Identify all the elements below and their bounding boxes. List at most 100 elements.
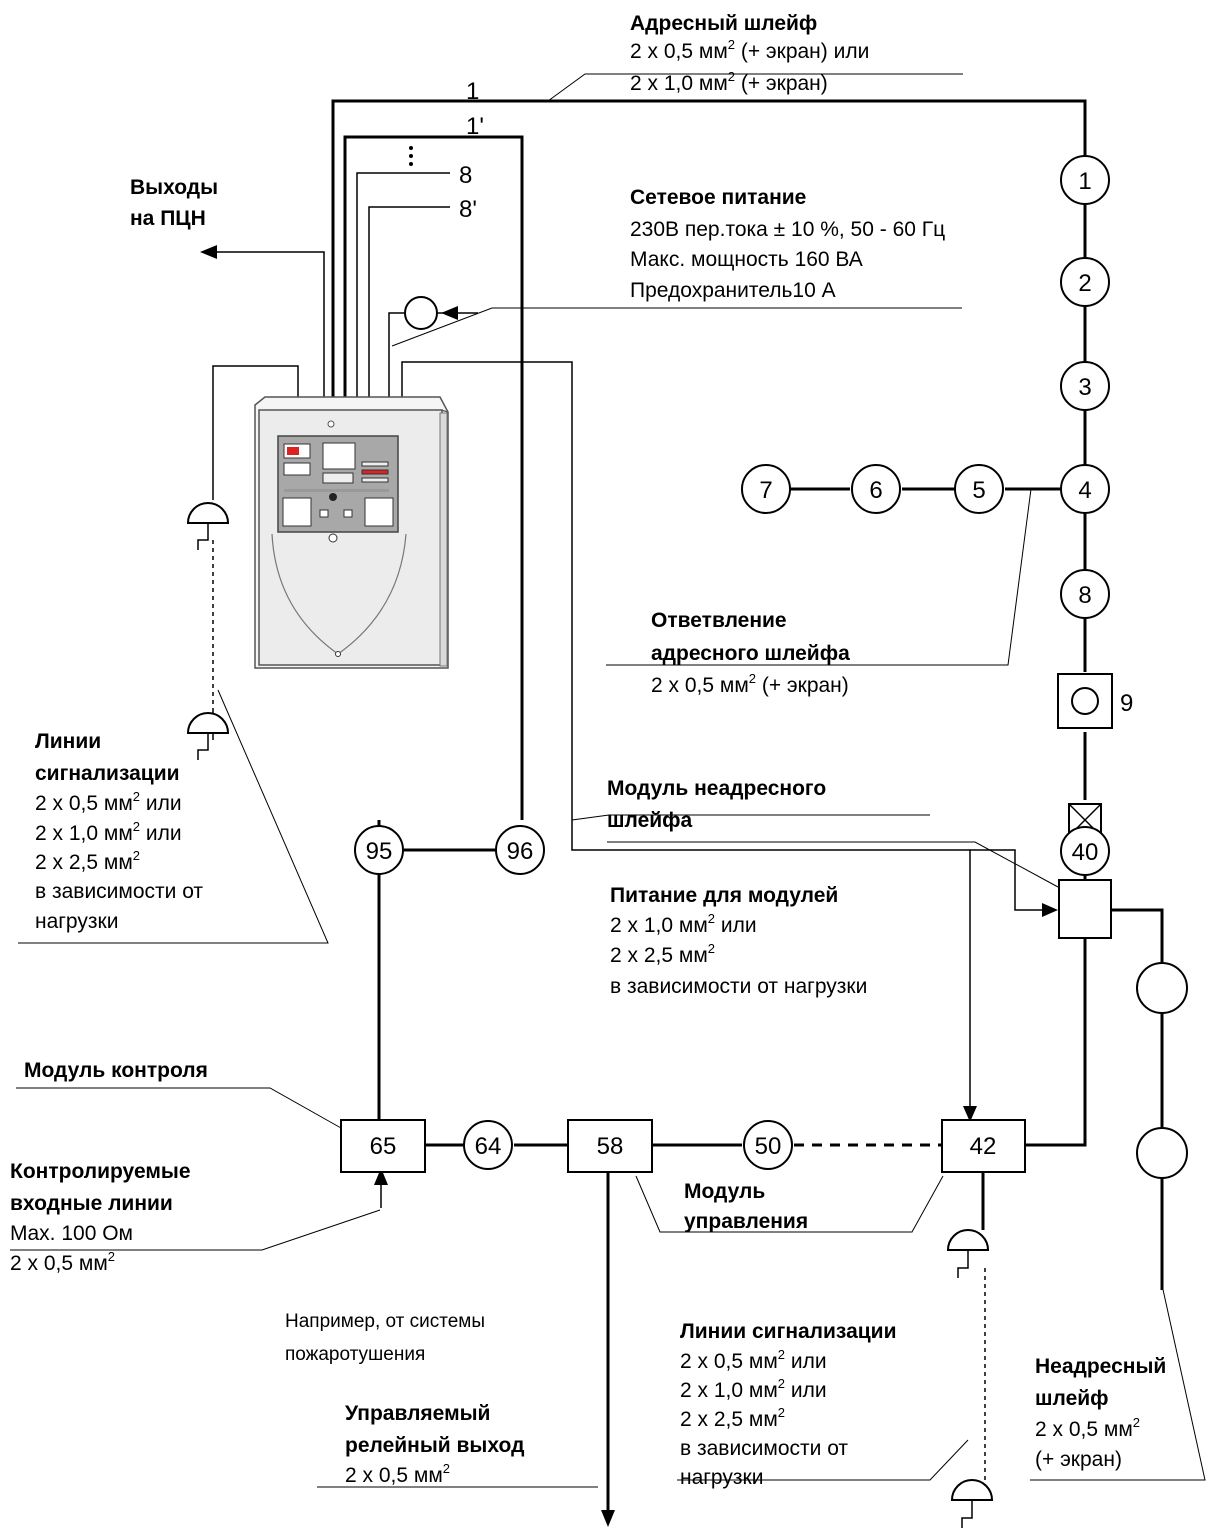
node-label-64: 64: [475, 1133, 502, 1160]
node-label-50: 50: [755, 1133, 782, 1160]
relay-title-2: релейный выход: [345, 1434, 524, 1457]
node-label-58: 58: [597, 1133, 624, 1160]
device-node-2: [1060, 257, 1110, 307]
node-label-8: 8: [1078, 582, 1091, 609]
device-node-6: [851, 464, 901, 514]
mains-spec-2: Макс. мощность 160 ВА: [630, 248, 863, 271]
signal-left-spec-4: в зависимости от: [35, 880, 203, 903]
monitored-inputs-title-1: Контролируемые: [10, 1160, 191, 1183]
node-label-9: 9: [1120, 690, 1133, 717]
module-power-spec-1: 2 x 1,0 мм2 или: [610, 911, 757, 937]
addressable-loop-wire-1: [331, 99, 1087, 405]
mains-spec-1: 230В пер.тока ± 10 %, 50 - 60 Гц: [630, 218, 945, 241]
left-signal-wire: [212, 365, 299, 500]
relay-output-arrow: [601, 1510, 615, 1527]
conventional-detector: [1136, 1127, 1188, 1179]
node-label-65: 65: [370, 1133, 397, 1160]
wires: [200, 99, 1164, 1527]
node-label-2: 2: [1078, 270, 1091, 297]
signal-left-title-1: Линии: [35, 730, 101, 753]
loop-end-1-prime: 1': [466, 113, 484, 140]
sirens: [186, 502, 994, 1528]
device-node-1: [1060, 155, 1110, 205]
loop-8-prime-wire: [368, 206, 450, 405]
conv-loop-title-1: Неадресный: [1035, 1355, 1166, 1378]
leader-addressable-loop: [547, 73, 963, 102]
module-power-arrow-conv: [1042, 903, 1058, 917]
device-node-3: [1060, 361, 1110, 411]
leader-lines: [10, 73, 1206, 1488]
outputs-label-1: Выходы: [130, 176, 218, 199]
relay-spec: 2 x 0,5 мм2: [345, 1461, 450, 1487]
leader-mains: [391, 307, 962, 347]
control-module-label-1: Модуль: [684, 1180, 765, 1203]
signal-right-spec-1: 2 x 0,5 мм2 или: [680, 1347, 827, 1373]
signal-left-spec-3: 2 x 2,5 мм2: [35, 848, 140, 874]
branch-title-2: адресного шлейфа: [651, 642, 850, 665]
siren-icon: [946, 1229, 990, 1278]
nodes: 1 2 3 4 5 6 7 8 9 40 95 96 65: [340, 155, 1188, 1179]
monitored-inputs-spec-2: 2 x 0,5 мм2: [10, 1249, 115, 1275]
addressable-loop-spec-1: 2 x 0,5 мм2 (+ экран) или: [630, 37, 869, 63]
leader-control-module: [635, 1175, 944, 1233]
module-power-arrow-42: [963, 1106, 977, 1122]
conv-module-label-1: Модуль неадресного: [607, 777, 826, 800]
branch-spec: 2 x 0,5 мм2 (+ экран): [651, 671, 849, 697]
module-power-spec-2: 2 x 2,5 мм2: [610, 941, 715, 967]
control-module-58: [567, 1119, 653, 1173]
mains-circle: [404, 296, 438, 330]
branch-title-1: Ответвление: [651, 609, 787, 632]
signal-right-spec-3: 2 x 2,5 мм2: [680, 1405, 785, 1431]
module-power-title: Питание для модулей: [610, 884, 838, 907]
loop-end-labels: 1 1' 8 8': [409, 78, 484, 223]
device-node-8: [1060, 569, 1110, 619]
module-power-spec-3: в зависимости от нагрузки: [610, 975, 867, 998]
signal-left-spec-1: 2 x 0,5 мм2 или: [35, 789, 182, 815]
addressable-loop-spec-2: 2 x 1,0 мм2 (+ экран): [630, 69, 828, 95]
monitor-module-title: Модуль контроля: [24, 1059, 208, 1082]
leader-conv-loop: [1030, 1284, 1206, 1481]
signal-right-spec-5: нагрузки: [680, 1466, 763, 1489]
outputs-wire: [215, 251, 325, 405]
relay-title-1: Управляемый: [345, 1402, 490, 1425]
device-node-64: [463, 1120, 513, 1170]
example-label-2: пожаротушения: [285, 1344, 425, 1365]
monitored-inputs-title-2: входные линии: [10, 1192, 173, 1215]
node-label-40: 40: [1072, 839, 1099, 866]
signal-left-spec-2: 2 x 1,0 мм2 или: [35, 819, 182, 845]
conv-loop-title-2: шлейф: [1035, 1387, 1109, 1410]
node-label-1: 1: [1078, 168, 1091, 195]
signal-left-spec-5: нагрузки: [35, 910, 118, 933]
device-node-7: [741, 464, 791, 514]
wire-40-bottom: [1025, 876, 1087, 1147]
leader-signal-left: [18, 689, 329, 944]
device-node-5: [954, 464, 1004, 514]
addressable-loop-title: Адресный шлейф: [630, 12, 817, 35]
mains-title: Сетевое питание: [630, 186, 806, 209]
node-label-5: 5: [972, 477, 985, 504]
node-label-4: 4: [1078, 477, 1091, 504]
signal-right-title: Линии сигнализации: [680, 1320, 897, 1343]
node-label-42: 42: [970, 1133, 997, 1160]
loop-end-8: 8: [459, 162, 472, 189]
conventional-loop-wire: [1110, 908, 1164, 962]
loop-end-8-prime: 8': [459, 196, 477, 223]
mains-wire: [388, 312, 405, 405]
addressable-loop-wire-1-prime: [343, 135, 524, 820]
example-label-1: Например, от системы: [285, 1311, 485, 1332]
signal-right-spec-4: в зависимости от: [680, 1437, 848, 1460]
conventional-loop-module-box: [1058, 879, 1112, 939]
conv-module-label-2: шлейфа: [607, 809, 693, 832]
monitored-input-arrow: [374, 1168, 388, 1185]
leader-branch: [606, 488, 1032, 666]
siren-icon: [950, 1479, 994, 1528]
outputs-label-2: на ПЦН: [130, 207, 206, 230]
signal-right-spec-2: 2 x 1,0 мм2 или: [680, 1376, 827, 1402]
leader-monitored-inputs: [10, 1209, 381, 1251]
outputs-arrow: [200, 245, 217, 259]
signal-left-title-2: сигнализации: [35, 762, 180, 785]
device-node-40: [1060, 826, 1110, 876]
node-label-95: 95: [366, 838, 393, 865]
node-label-6: 6: [869, 477, 882, 504]
